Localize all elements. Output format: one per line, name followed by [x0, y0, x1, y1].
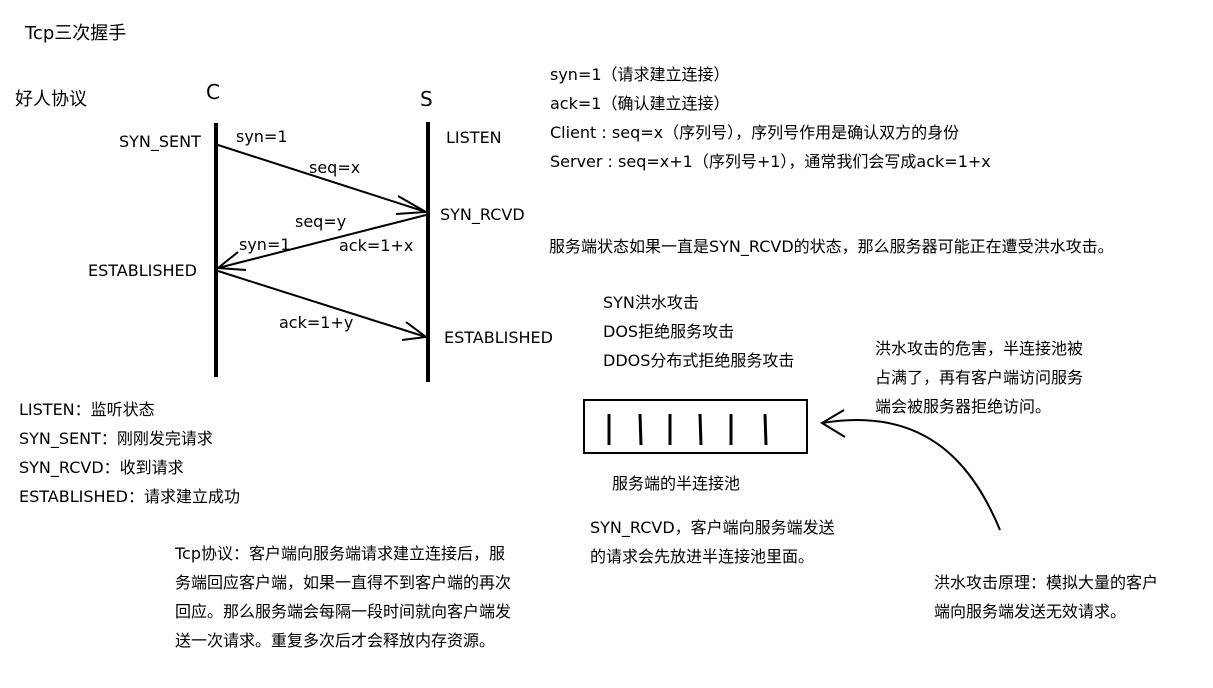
attack-curve-arrow — [821, 418, 1001, 531]
ack-arrowhead — [401, 321, 429, 341]
state-listen: LISTEN — [446, 128, 502, 147]
flag-note-line: Client : seq=x（序列号），序列号作用是确认双方的身份 — [550, 123, 960, 142]
harm-note-line: 洪水攻击的危害，半连接池被 — [875, 339, 1084, 358]
msg-syn-1-reply: syn=1 — [239, 235, 291, 254]
pool-note: SYN_RCVD，客户端向服务端发送 的请求会先放进半连接池里面。 — [590, 513, 835, 571]
legend-item: SYN_SENT：刚刚发完请求 — [19, 429, 213, 448]
tcp-note-line: 送一次请求。重复多次后才会释放内存资源。 — [175, 631, 496, 650]
legend-item: LISTEN：监听状态 — [19, 400, 155, 419]
principle-note: 洪水攻击原理：模拟大量的客户 端向服务端发送无效请求。 — [934, 568, 1158, 626]
attack-curve-arrowhead — [820, 409, 846, 438]
msg-seq-x: seq=x — [309, 158, 361, 177]
harm-note-line: 占满了，再有客户端访问服务 — [875, 368, 1084, 387]
server-label: S — [420, 87, 433, 111]
flag-note-line: ack=1（确认建立连接） — [550, 94, 730, 113]
flood-note: 服务端状态如果一直是SYN_RCVD的状态，那么服务器可能正在遭受洪水攻击。 — [549, 237, 1114, 256]
flag-note-line: Server : seq=x+1（序列号+1），通常我们会写成ack=1+x — [550, 152, 991, 171]
harm-note: 洪水攻击的危害，半连接池被 占满了，再有客户端访问服务 端会被服务器拒绝访问。 — [875, 334, 1083, 421]
tcp-note-line: 务端回应客户端，如果一直得不到客户端的再次 — [175, 573, 512, 592]
attack-type: DOS拒绝服务攻击 — [603, 322, 735, 341]
state-legend: LISTEN：监听状态 SYN_SENT：刚刚发完请求 SYN_RCVD：收到请… — [19, 395, 240, 511]
attack-type: DDOS分布式拒绝服务攻击 — [603, 351, 795, 370]
principle-note-line: 端向服务端发送无效请求。 — [934, 602, 1127, 621]
syn-ack-arrowhead — [215, 251, 247, 271]
tcp-note-line: 回应。那么服务端会每隔一段时间就向客户端发 — [175, 602, 512, 621]
harm-note-line: 端会被服务器拒绝访问。 — [875, 397, 1052, 416]
state-syn-sent: SYN_SENT — [119, 132, 201, 151]
msg-ack-1-y: ack=1+y — [279, 313, 354, 332]
flag-note-line: syn=1（请求建立连接） — [550, 65, 730, 84]
attack-type: SYN洪水攻击 — [603, 293, 699, 312]
pool-slots — [607, 413, 768, 446]
page-title: Tcp三次握手 — [25, 23, 127, 44]
legend-item: SYN_RCVD：收到请求 — [19, 458, 184, 477]
pool-note-line: SYN_RCVD，客户端向服务端发送 — [590, 518, 835, 537]
ack-arrow — [217, 270, 427, 338]
attack-types: SYN洪水攻击 DOS拒绝服务攻击 DDOS分布式拒绝服务攻击 — [603, 288, 794, 375]
half-connection-pool — [583, 399, 808, 454]
syn-arrow — [217, 144, 427, 213]
msg-seq-y: seq=y — [295, 212, 347, 231]
state-established-client: ESTABLISHED — [88, 261, 197, 280]
pool-label: 服务端的半连接池 — [612, 474, 741, 493]
pool-slot — [638, 413, 643, 446]
client-label: C — [206, 80, 220, 104]
syn-ack-arrow — [217, 214, 427, 269]
pool-slot — [763, 413, 768, 446]
pool-slot — [698, 413, 703, 446]
pool-note-line: 的请求会先放进半连接池里面。 — [590, 547, 815, 566]
state-established-server: ESTABLISHED — [444, 328, 553, 347]
flag-notes: syn=1（请求建立连接） ack=1（确认建立连接） Client : seq… — [550, 60, 991, 176]
principle-note-line: 洪水攻击原理：模拟大量的客户 — [934, 573, 1159, 592]
protocol-label: 好人协议 — [15, 89, 87, 110]
msg-syn-1: syn=1 — [236, 127, 288, 146]
syn-arrowhead — [395, 195, 430, 215]
legend-item: ESTABLISHED：请求建立成功 — [19, 487, 240, 506]
state-syn-rcvd: SYN_RCVD — [440, 205, 525, 224]
tcp-note-line: Tcp协议：客户端向服务端请求建立连接后，服 — [175, 544, 506, 563]
msg-ack-1-x: ack=1+x — [339, 236, 414, 255]
tcp-note: Tcp协议：客户端向服务端请求建立连接后，服 务端回应客户端，如果一直得不到客户… — [175, 539, 511, 655]
